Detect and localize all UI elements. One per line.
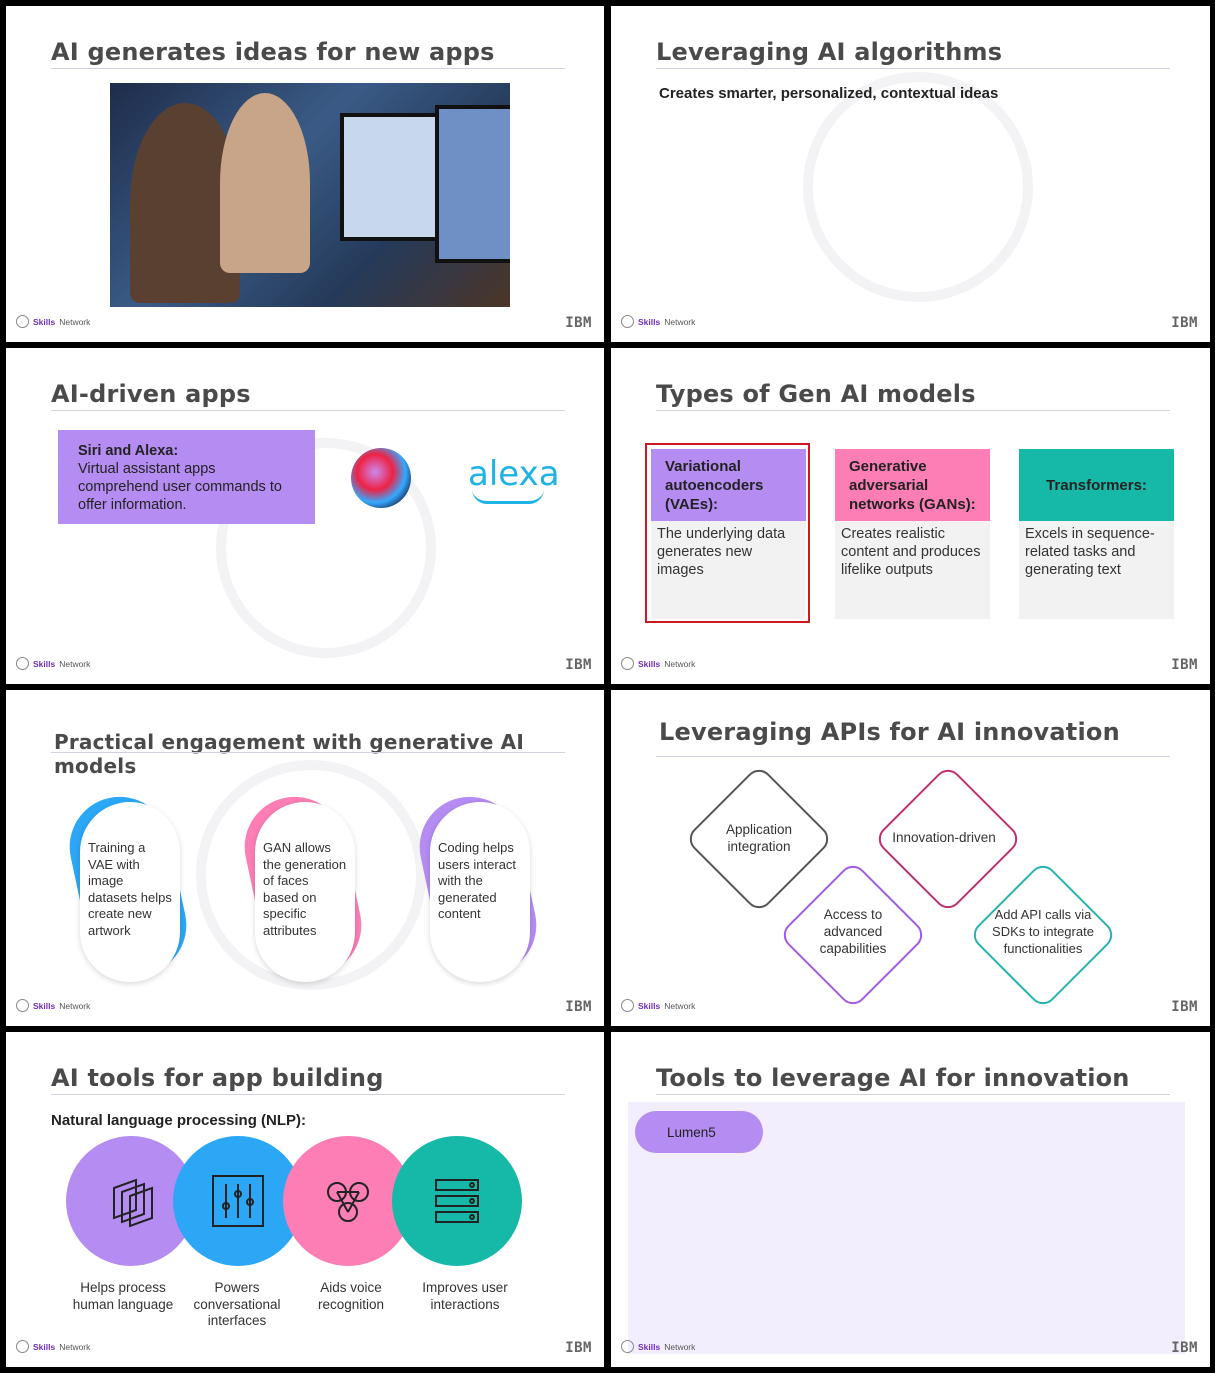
skills-network-icon [621, 999, 634, 1012]
card-body: Excels in sequence-related tasks and gen… [1025, 526, 1155, 578]
skills-network-icon [16, 1340, 29, 1353]
engagement-pill: GAN allows the generation of faces based… [255, 802, 355, 982]
skills-network-icon [16, 315, 29, 328]
tree-watermark-icon [803, 72, 1033, 302]
skills-network-icon [621, 315, 634, 328]
ibm-logo: IBM [1171, 657, 1198, 673]
card-body: Creates realistic content and produces l… [841, 526, 981, 578]
slide-title: Leveraging AI algorithms [656, 38, 1003, 66]
slide-title: Practical engagement with generative AI … [54, 730, 524, 778]
lumen5-pill: Lumen5 [635, 1111, 763, 1153]
title-rule [51, 1094, 565, 1095]
tool-caption: Powers conversational interfaces [193, 1280, 281, 1328]
person-silhouette [220, 93, 310, 273]
skills-network-icon [621, 1340, 634, 1353]
slide-3: AI-driven apps Siri and Alexa: Virtual a… [6, 348, 604, 684]
title-rule [51, 410, 565, 411]
ibm-logo: IBM [565, 1340, 592, 1356]
title-rule [656, 410, 1170, 411]
card-heading: Generative adversarial networks (GANs): [835, 449, 990, 521]
layers-icon [113, 1178, 153, 1228]
title-rule [656, 1094, 1170, 1095]
slide-2: Leveraging AI algorithms Creates smarter… [611, 6, 1210, 342]
ibm-logo: IBM [1171, 315, 1198, 331]
stack-icon [435, 1179, 479, 1223]
ibm-logo: IBM [565, 315, 592, 331]
skills-network-icon [16, 999, 29, 1012]
tool-circle [173, 1136, 303, 1266]
tree-watermark-icon [216, 438, 436, 658]
model-card-gan: Generative adversarial networks (GANs): … [835, 449, 990, 619]
title-rule [656, 756, 1170, 757]
siri-logo-icon [351, 448, 411, 508]
slide-title: AI tools for app building [51, 1064, 384, 1092]
skills-network-icon [621, 657, 634, 670]
model-card-vae: Variational autoencoders (VAEs): The und… [651, 449, 806, 619]
siri-alexa-box: Siri and Alexa: Virtual assistant apps c… [58, 430, 315, 524]
pill-text: Coding helps users interact with the gen… [438, 840, 517, 921]
card-heading: Variational autoencoders (VAEs): [651, 449, 806, 521]
slide-title: AI generates ideas for new apps [51, 38, 495, 66]
ibm-logo: IBM [565, 657, 592, 673]
engagement-pill: Coding helps users interact with the gen… [430, 802, 530, 982]
slide-4: Types of Gen AI models Variational autoe… [611, 348, 1210, 684]
box-heading: Siri and Alexa: [78, 443, 179, 459]
title-rule [656, 68, 1170, 69]
tool-circle [283, 1136, 413, 1266]
slide-8: Tools to leverage AI for innovation Lume… [611, 1032, 1210, 1367]
highlight-frame [645, 443, 810, 623]
tool-caption: Aids voice recognition [317, 1280, 385, 1312]
slide-subtitle: Natural language processing (NLP): [51, 1112, 307, 1129]
alexa-logo: alexa [468, 454, 560, 494]
node-label: Innovation-driven [892, 830, 996, 845]
card-heading: Transformers: [1019, 449, 1174, 521]
slide-title: Types of Gen AI models [656, 380, 976, 408]
slide-title: AI-driven apps [51, 380, 251, 408]
ibm-logo: IBM [565, 999, 592, 1015]
tool-caption: Helps process human language [72, 1280, 174, 1312]
team-at-monitor-photo [110, 83, 510, 307]
tree-watermark-icon [196, 760, 426, 990]
slide-5: Practical engagement with generative AI … [6, 690, 604, 1026]
ibm-logo: IBM [1171, 999, 1198, 1015]
monitor-screen [435, 105, 510, 263]
alexa-smile-icon [472, 489, 544, 504]
card-body: The underlying data generates new images [657, 526, 786, 578]
slide-7: AI tools for app building Natural langua… [6, 1032, 604, 1367]
pill-text: Training a VAE with image datasets helps… [88, 840, 172, 938]
skills-network-icon [16, 657, 29, 670]
box-text: Virtual assistant apps comprehend user c… [78, 461, 282, 513]
sliders-icon [212, 1175, 264, 1227]
node-label: Access to advanced capabilities [819, 907, 887, 956]
tool-caption: Improves user interactions [422, 1280, 508, 1312]
engagement-pill: Training a VAE with image datasets helps… [80, 802, 180, 982]
slide-6: Leveraging APIs for AI innovation Applic… [611, 690, 1210, 1026]
ibm-logo: IBM [1171, 1340, 1198, 1356]
network-icon [327, 1182, 369, 1222]
slide-subtitle: Creates smarter, personalized, contextua… [659, 85, 999, 102]
slide-title: Tools to leverage AI for innovation [656, 1064, 1130, 1092]
node-label: Application integration [725, 822, 793, 854]
model-card-transformers: Transformers: Excels in sequence-related… [1019, 449, 1174, 619]
tool-circle [392, 1136, 522, 1266]
title-rule [51, 752, 565, 753]
pill-text: GAN allows the generation of faces based… [263, 840, 347, 938]
slide-title: Leveraging APIs for AI innovation [659, 718, 1120, 746]
node-label: Add API calls via SDKs to integrate func… [992, 907, 1094, 956]
title-rule [51, 68, 565, 69]
